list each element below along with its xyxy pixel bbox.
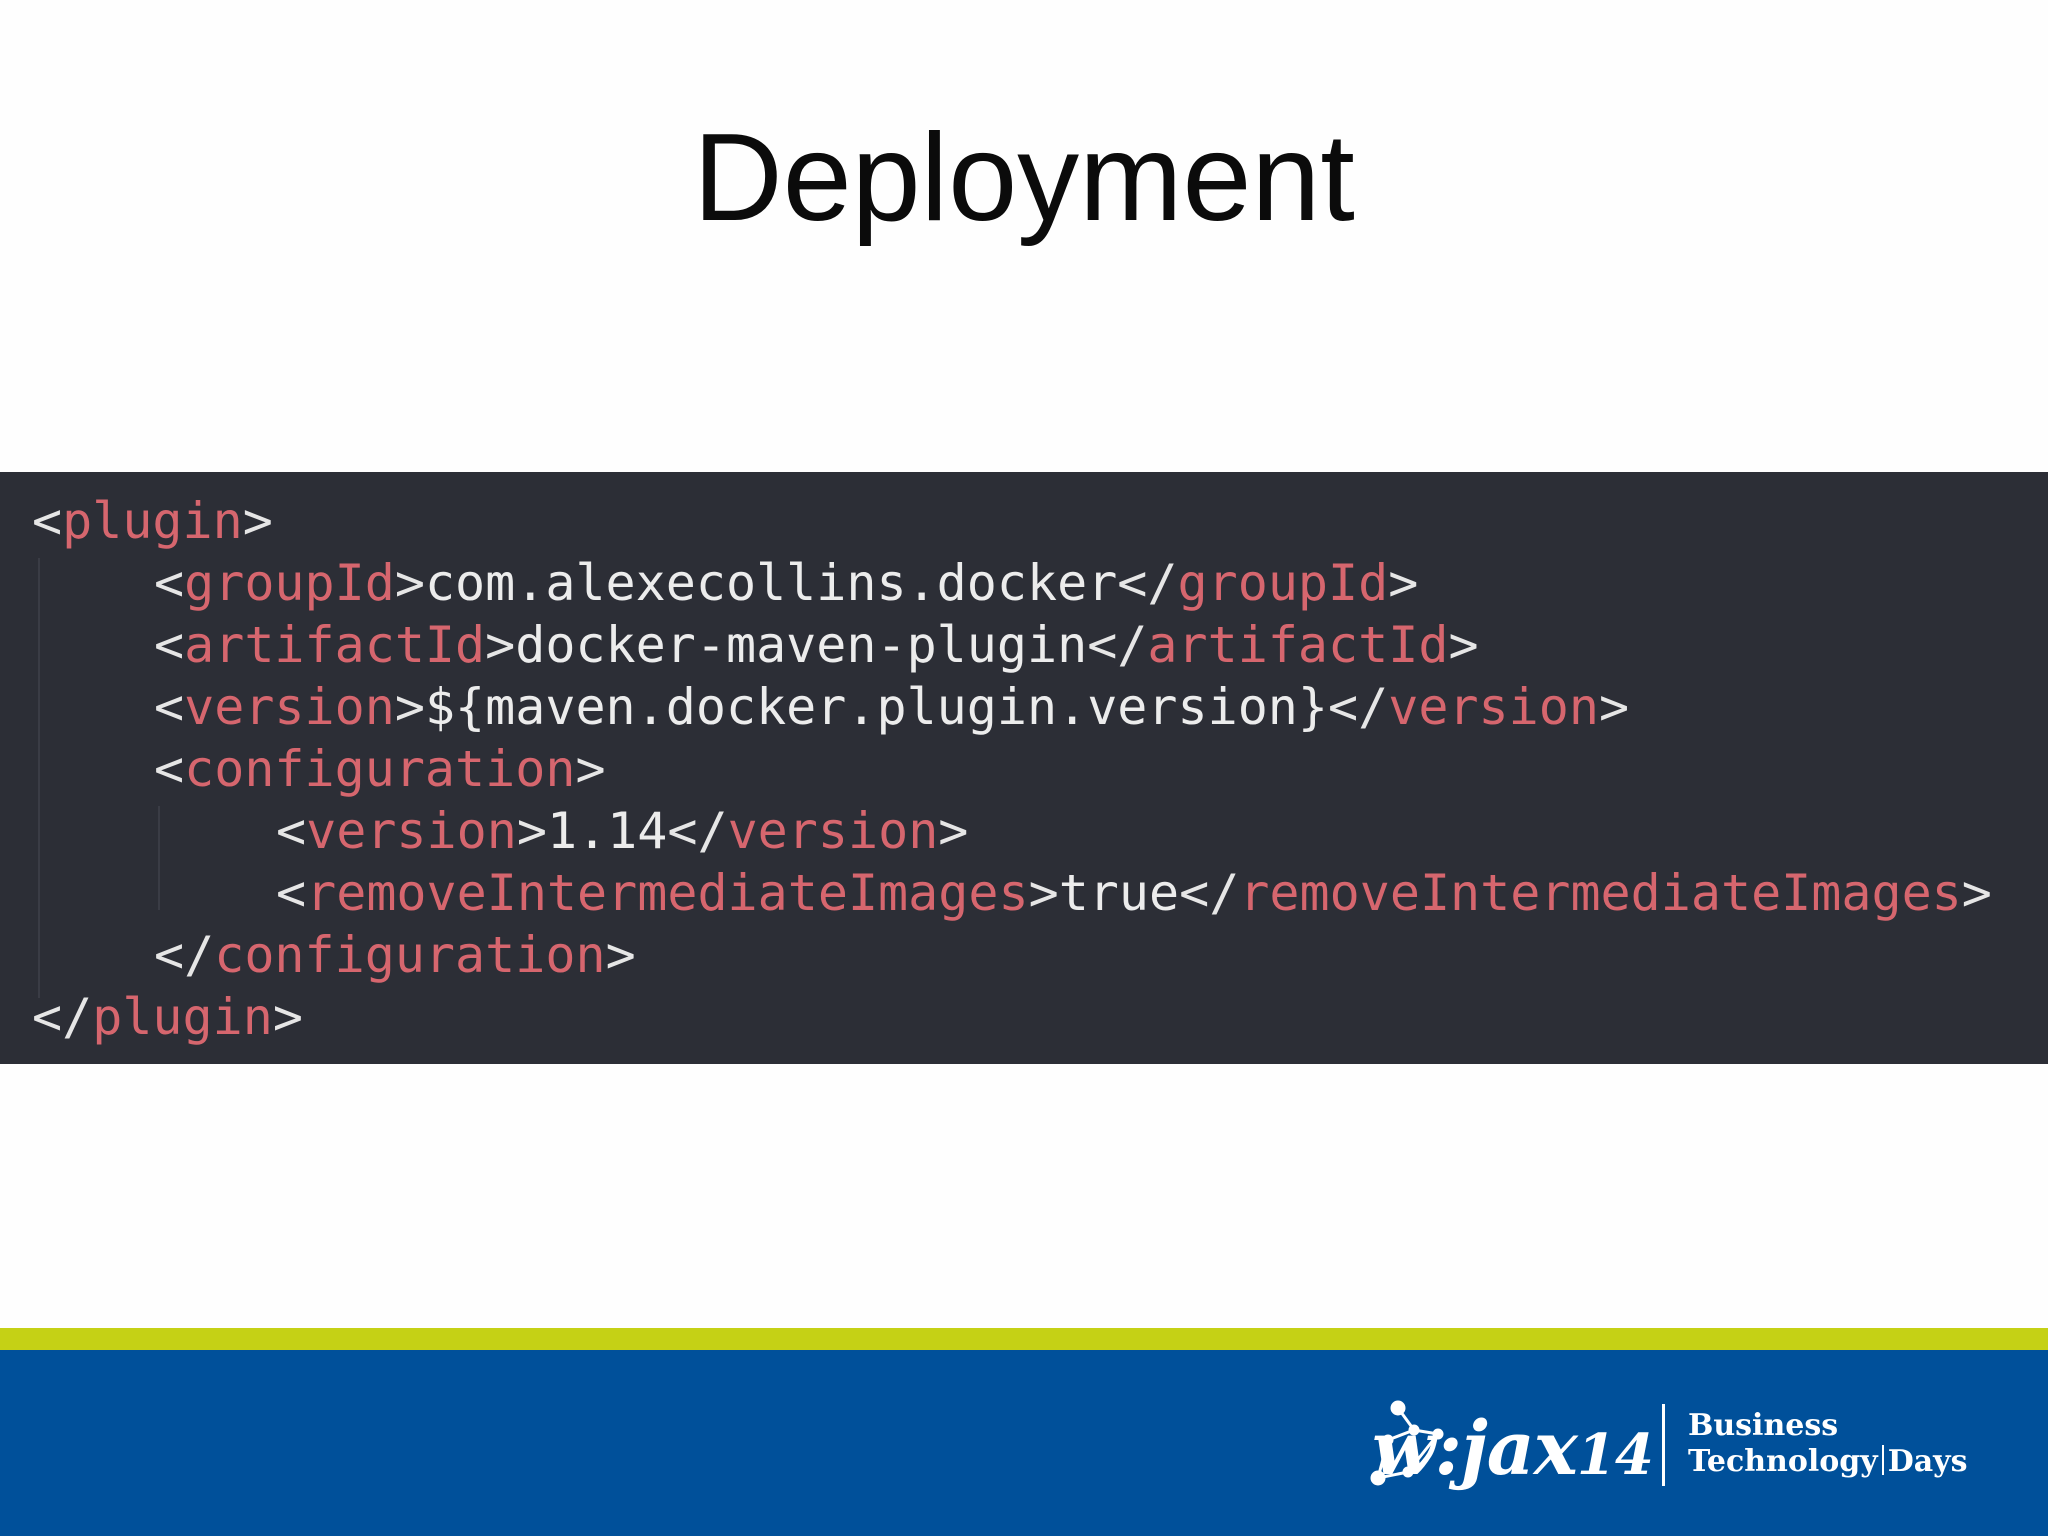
code-tag-name: groupId (184, 554, 395, 612)
code-line: </plugin> (32, 986, 303, 1048)
code-tag-name: artifactId (1147, 616, 1449, 674)
tagline-technology: Technology (1688, 1444, 1878, 1479)
code-punctuation: > (938, 802, 969, 860)
code-line: <version>${maven.docker.plugin.version}<… (154, 676, 1629, 738)
wjax-logo: w:jax14 Business Technology Days (1360, 1400, 1980, 1500)
slide-title: Deployment (693, 109, 1355, 247)
code-tag-name: version (1388, 678, 1599, 736)
code-punctuation: > (1388, 554, 1419, 612)
code-punctuation: < (276, 802, 307, 860)
code-punctuation: </ (1117, 554, 1178, 612)
logo-tagline: Business Technology Days (1688, 1408, 1967, 1480)
code-punctuation: > (1598, 678, 1630, 736)
indent-guide (158, 806, 160, 910)
logo-divider (1662, 1404, 1665, 1486)
code-tag-name: plugin (62, 492, 243, 550)
tagline-line-1: Business (1688, 1408, 1839, 1443)
code-punctuation: </ (1328, 678, 1389, 736)
code-punctuation: </ (1179, 864, 1240, 922)
code-block: <plugin><groupId>com.alexecollins.docker… (0, 472, 2048, 1064)
code-punctuation: > (242, 492, 273, 550)
logo-number: 14 (1576, 1422, 1654, 1488)
code-punctuation: > (272, 988, 303, 1046)
code-line: <groupId>com.alexecollins.docker</groupI… (154, 552, 1418, 614)
code-punctuation: < (154, 616, 185, 674)
code-punctuation: < (154, 678, 185, 736)
code-punctuation: </ (1087, 616, 1148, 674)
code-tag-name: version (306, 802, 517, 860)
code-tag-name: configuration (184, 740, 576, 798)
code-punctuation: > (575, 740, 606, 798)
network-icon (1370, 1400, 1444, 1486)
code-punctuation: > (516, 802, 547, 860)
code-text: 1.14 (546, 802, 668, 860)
code-tag-name: configuration (214, 926, 606, 984)
code-tag-name: version (184, 678, 395, 736)
tagline-days: Days (1887, 1444, 1968, 1479)
code-punctuation: > (1028, 864, 1059, 922)
code-punctuation: > (485, 616, 516, 674)
code-line: <version>1.14</version> (276, 800, 968, 862)
code-punctuation: > (605, 926, 636, 984)
code-tag-name: removeIntermediateImages (306, 864, 1029, 922)
code-punctuation: </ (667, 802, 728, 860)
code-punctuation: > (1961, 864, 1992, 922)
code-line: <configuration> (154, 738, 606, 800)
code-tag-name: removeIntermediateImages (1239, 864, 1962, 922)
code-punctuation: < (154, 740, 185, 798)
code-punctuation: < (154, 554, 185, 612)
code-line: <artifactId>docker-maven-plugin</artifac… (154, 614, 1479, 676)
code-tag-name: plugin (92, 988, 273, 1046)
code-text: com.alexecollins.docker (424, 554, 1118, 612)
code-punctuation: > (394, 554, 425, 612)
logo-word: w:jax (1372, 1406, 1578, 1492)
code-punctuation: < (276, 864, 307, 922)
footer-bar (0, 1350, 2048, 1536)
code-punctuation: < (32, 492, 63, 550)
footer-accent-stripe (0, 1328, 2048, 1350)
tagline-line-2: Technology Days (1688, 1444, 1967, 1480)
code-tag-name: groupId (1177, 554, 1389, 612)
code-line: <removeIntermediateImages>true</removeIn… (276, 862, 1992, 924)
code-punctuation: </ (154, 926, 215, 984)
code-line: </configuration> (154, 924, 636, 986)
code-text: true (1058, 864, 1180, 922)
code-punctuation: > (1448, 616, 1479, 674)
code-punctuation: > (394, 678, 425, 736)
logo-wordmark: w:jax14 (1372, 1404, 1654, 1500)
code-tag-name: version (727, 802, 939, 860)
code-tag-name: artifactId (184, 616, 486, 674)
code-line: <plugin> (32, 490, 273, 552)
tagline-separator (1881, 1445, 1884, 1475)
code-text: docker-maven-plugin (515, 616, 1088, 674)
indent-guide (38, 558, 40, 998)
code-punctuation: </ (32, 988, 93, 1046)
code-text: ${maven.docker.plugin.version} (424, 678, 1329, 736)
